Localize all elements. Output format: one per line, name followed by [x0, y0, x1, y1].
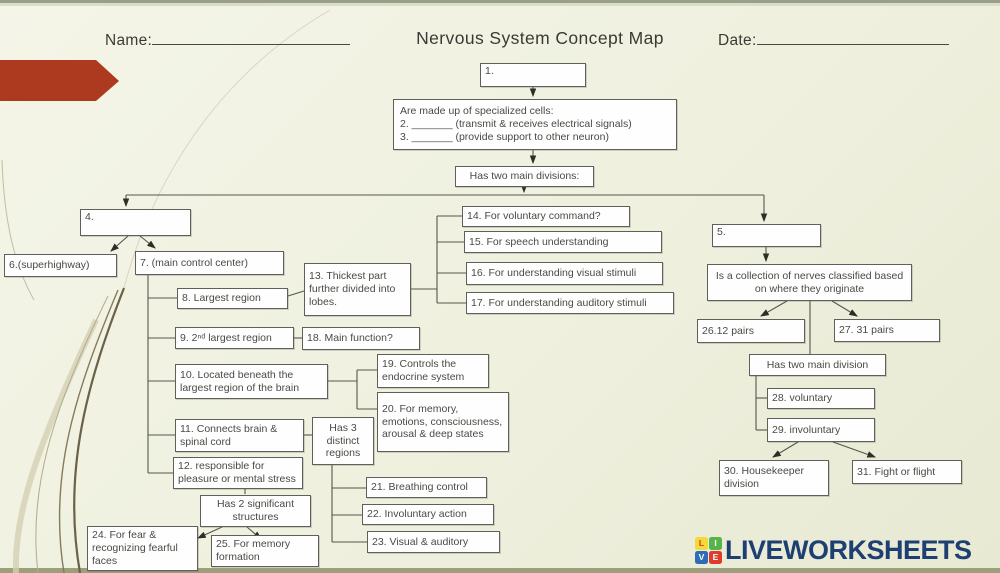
node-25-memory-formation: 25. For memory formation: [211, 535, 319, 567]
node-24-fear-fearful-faces: 24. For fear & recognizing fearful faces: [87, 526, 198, 571]
node-18-main-function: 18. Main function?: [302, 327, 420, 350]
cells-line-1: Are made up of specialized cells:: [400, 105, 554, 118]
node-12-pleasure-mental-stress: 12. responsible for pleasure or mental s…: [173, 457, 303, 489]
node-15-speech-understanding: 15. For speech understanding: [464, 231, 662, 253]
bottom-edge-band: [0, 568, 1000, 573]
node-8-largest-region: 8. Largest region: [177, 288, 288, 309]
node-4-cns[interactable]: 4.: [80, 209, 191, 236]
name-label: Name:: [105, 30, 351, 50]
node-has-two-main-division: Has two main division: [749, 354, 886, 376]
node-10-beneath-largest-region: 10. Located beneath the largest region o…: [175, 364, 328, 399]
node-7-main-control-center: 7. (main control center): [135, 251, 284, 275]
node-16-visual-stimuli: 16. For understanding visual stimuli: [466, 262, 663, 285]
brand-wordmark: LIVEWORKSHEETS: [725, 535, 972, 565]
node-26-12-pairs: 26.12 pairs: [697, 319, 805, 343]
node-14-voluntary-command: 14. For voluntary command?: [462, 206, 630, 227]
node-22-involuntary-action: 22. Involuntary action: [362, 504, 494, 525]
cells-line-2[interactable]: 2. _______ (transmit & receives electric…: [400, 118, 632, 131]
red-arrow-shape: [0, 60, 119, 101]
node-27-31-pairs: 27. 31 pairs: [834, 319, 940, 342]
node-30-housekeeper-division: 30. Housekeeper division: [719, 460, 829, 496]
node-6-superhighway: 6.(superhighway): [4, 254, 117, 277]
page-title: Nervous System Concept Map: [416, 28, 664, 48]
node-29-involuntary: 29. involuntary: [767, 418, 875, 442]
node-11-connects-brain-spinal-cord: 11. Connects brain & spinal cord: [175, 419, 304, 452]
logo-tile-i: I: [709, 536, 722, 550]
node-has-3-distinct-regions: Has 3 distinct regions: [312, 417, 374, 465]
node-1-nervous-system[interactable]: 1.: [480, 63, 586, 87]
node-23-visual-auditory: 23. Visual & auditory: [367, 531, 500, 553]
date-label: Date:: [718, 30, 949, 50]
logo-tile-e: E: [709, 550, 722, 564]
node-two-main-divisions: Has two main divisions:: [455, 166, 594, 187]
name-blank-line[interactable]: [152, 30, 351, 45]
date-blank-line[interactable]: [756, 30, 949, 45]
top-edge-band-light: [0, 3, 1000, 6]
node-21-breathing-control: 21. Breathing control: [366, 477, 487, 498]
decorative-curve-left-edge: [1, 159, 35, 301]
name-label-text: Name:: [105, 32, 153, 49]
node-9-second-largest-region: 9. 2ⁿᵈ largest region: [175, 327, 294, 349]
logo-tile-v: V: [695, 550, 708, 564]
logo-tiles: L I V E: [695, 536, 722, 564]
node-13-thickest-part: 13. Thickest part further divided into l…: [304, 263, 411, 316]
node-19-endocrine-system: 19. Controls the endocrine system: [377, 354, 489, 388]
node-20-memory-emotions: 20. For memory, emotions, consciousness,…: [377, 392, 509, 452]
node-17-auditory-stimuli: 17. For understanding auditory stimuli: [466, 292, 674, 314]
decorative-curve-faint: [123, 9, 331, 289]
node-has-2-significant-structures: Has 2 significant structures: [200, 495, 311, 527]
node-collection-of-nerves: Is a collection of nerves classified bas…: [707, 264, 912, 301]
decorative-curve-wide-light: [12, 318, 99, 573]
logo-tile-l: L: [695, 536, 708, 550]
node-5-pns[interactable]: 5.: [712, 224, 821, 247]
top-edge-band: [0, 0, 1000, 3]
node-28-voluntary: 28. voluntary: [767, 388, 875, 409]
date-label-text: Date:: [718, 32, 757, 49]
cells-line-3[interactable]: 3. _______ (provide support to other neu…: [400, 130, 609, 143]
node-31-fight-or-flight: 31. Fight or flight: [852, 460, 962, 484]
liveworksheets-logo[interactable]: L I V E LIVEWORKSHEETS: [695, 535, 972, 565]
node-specialized-cells[interactable]: Are made up of specialized cells: 2. ___…: [393, 99, 677, 150]
